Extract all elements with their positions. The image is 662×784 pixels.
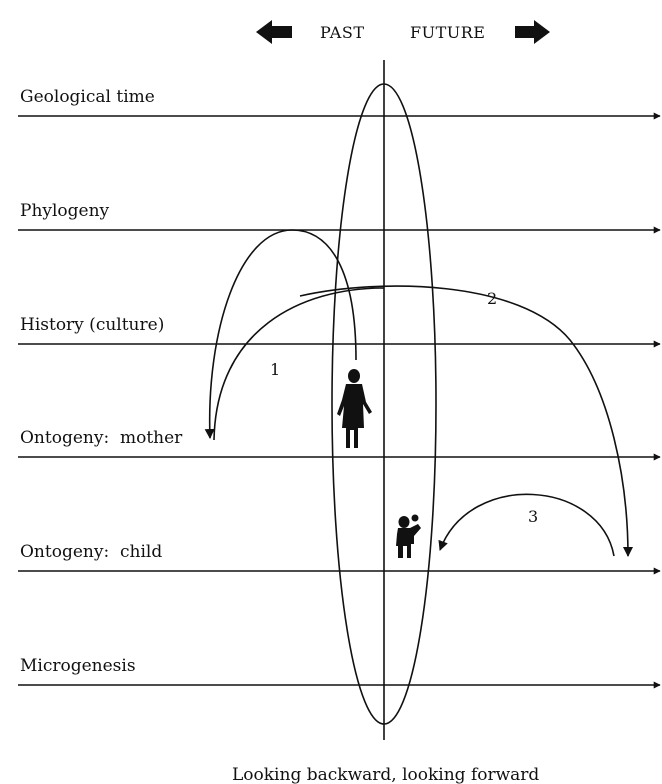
timelines <box>18 112 661 689</box>
label-microgenesis: Microgenesis <box>20 656 136 676</box>
label-geological-time: Geological time <box>20 87 155 107</box>
child-silhouette-icon <box>396 514 421 558</box>
arc-3-child-loop <box>438 493 615 557</box>
arcs <box>204 229 633 557</box>
timeline-labels: Geological time Phylogeny History (cultu… <box>20 87 183 676</box>
label-ontogeny-child: Ontogeny: child <box>20 542 162 562</box>
label-phylogeny: Phylogeny <box>20 201 110 221</box>
header: PAST FUTURE <box>256 20 550 44</box>
past-label: PAST <box>320 23 364 42</box>
future-label: FUTURE <box>410 23 485 42</box>
left-block-arrow-icon <box>256 20 292 44</box>
caption: Looking backward, looking forward <box>232 765 539 784</box>
arc-label-2: 2 <box>487 289 497 308</box>
arc-1-phylogeny-loop <box>204 229 357 439</box>
arc-2-history-to-child-future <box>299 285 633 557</box>
arc-1-history-to-mother <box>213 287 385 441</box>
mother-silhouette-icon <box>337 369 372 448</box>
label-history: History (culture) <box>20 315 164 335</box>
label-ontogeny-mother: Ontogeny: mother <box>20 428 183 448</box>
arc-label-3: 3 <box>528 507 538 526</box>
right-block-arrow-icon <box>515 20 550 44</box>
present-ellipse <box>331 83 437 725</box>
arc-label-1: 1 <box>270 360 280 379</box>
